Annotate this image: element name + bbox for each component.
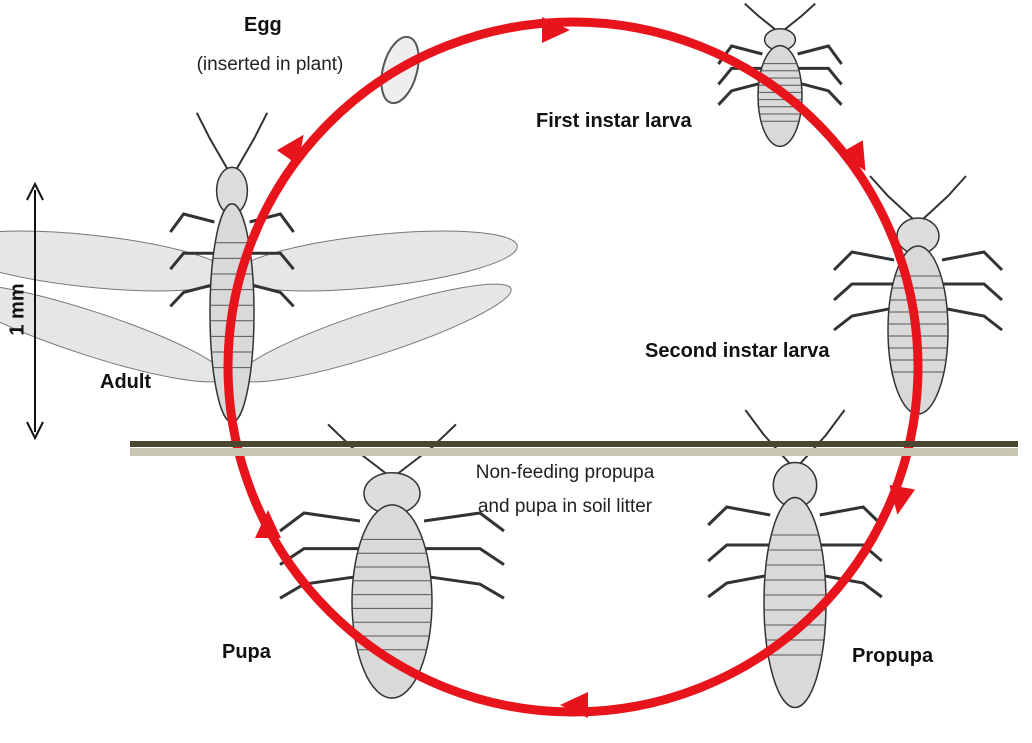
cycle-direction-arrow: [542, 17, 570, 43]
cycle-direction-arrow: [276, 134, 304, 166]
scale-bar-arrowhead-bottom: [26, 421, 44, 441]
propupa-illustration: [707, 409, 883, 709]
propupa-label: Propupa: [852, 645, 934, 667]
adult-label: Adult: [100, 371, 152, 393]
cycle-direction-arrow: [889, 484, 916, 515]
pupa-label: Pupa: [222, 641, 271, 663]
egg-label: Egg: [244, 14, 282, 36]
soil-note-line1: Non-feeding propupa: [475, 462, 655, 483]
egg-note: (inserted in plant): [196, 54, 344, 75]
ground-line: [130, 441, 1018, 447]
ground-line-shadow: [130, 448, 1018, 456]
cycle-direction-arrow: [255, 510, 281, 538]
soil-note-line2: and pupa in soil litter: [477, 496, 653, 517]
scale-label: 1 mm: [6, 283, 29, 336]
life-cycle-ring: [223, 17, 923, 717]
first-instar-label: First instar larva: [536, 110, 692, 132]
adult-thrips-illustration: [0, 112, 518, 423]
second-instar-label: Second instar larva: [645, 340, 830, 362]
cycle-direction-arrow: [560, 692, 588, 718]
scale-bar-arrowhead-top: [26, 181, 44, 201]
cycle-direction-arrow: [840, 140, 866, 171]
